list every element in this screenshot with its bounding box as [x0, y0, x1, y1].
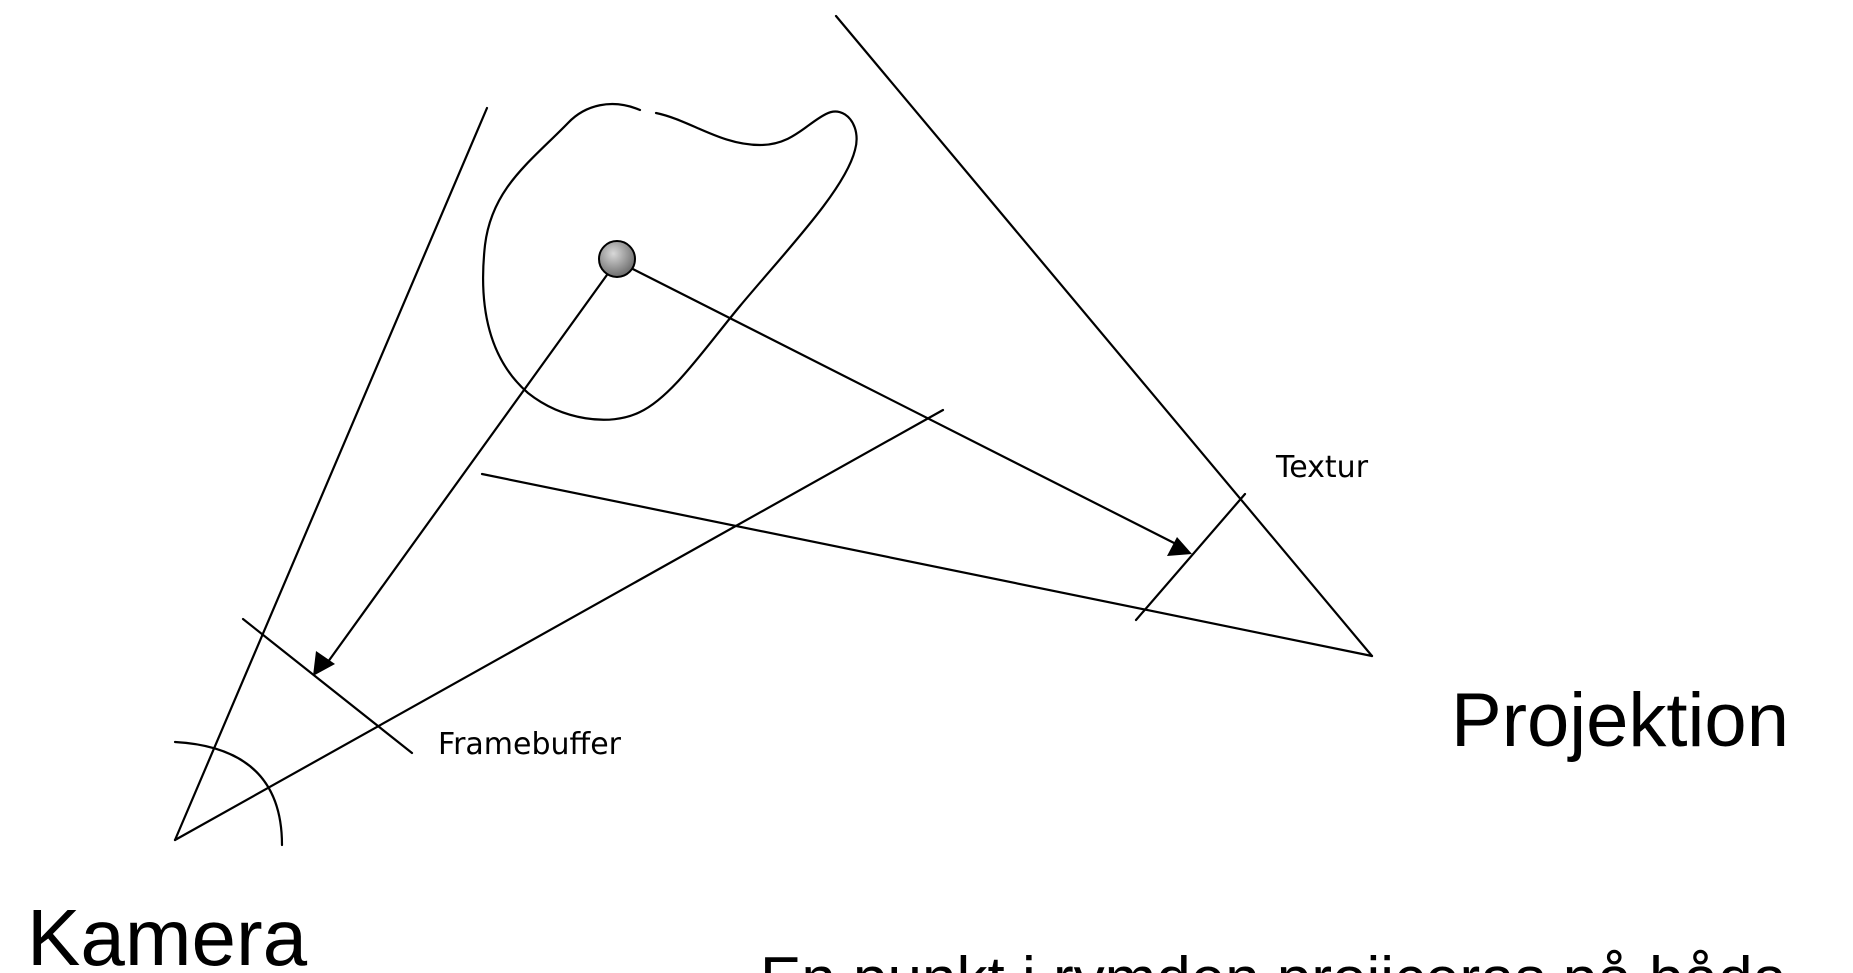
- caption-text: En punkt i rymden projiceras på båda: [760, 945, 1788, 973]
- object-outline: [482, 103, 858, 421]
- projector-frustum-top-edge: [834, 14, 1374, 658]
- camera-frustum-right-edge: [173, 408, 945, 842]
- texture-label: Textur: [1275, 450, 1369, 485]
- ray-to-texture: [615, 259, 1182, 548]
- texture-plane: [1134, 492, 1247, 622]
- camera-frustum-left-edge: [173, 106, 489, 842]
- projector-frustum-bottom-edge: [480, 472, 1374, 658]
- framebuffer-label: Framebuffer: [438, 727, 622, 762]
- ray-to-framebuffer: [323, 259, 619, 668]
- framebuffer-plane: [241, 617, 414, 755]
- arrowhead-icon: [1167, 537, 1192, 556]
- camera-title: Kamera: [27, 893, 308, 973]
- arrowhead-icon: [313, 651, 335, 676]
- projection-title: Projektion: [1451, 678, 1789, 763]
- camera-fov-arc: [173, 740, 284, 847]
- space-point-icon: [598, 240, 636, 278]
